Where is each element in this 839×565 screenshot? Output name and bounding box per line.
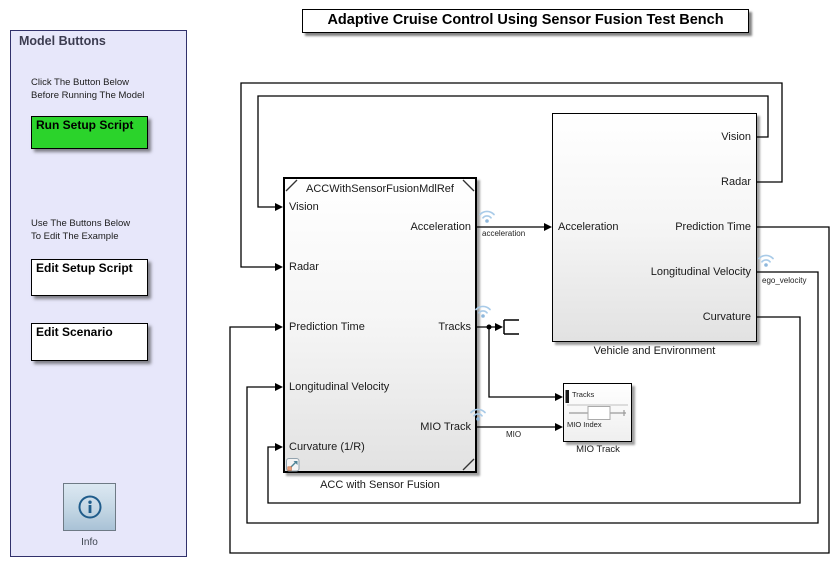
arrowheads [275, 203, 563, 451]
model-buttons-panel: Model Buttons Click The Button Below Bef… [10, 30, 187, 557]
viewer-wifi-icon-acceleration[interactable] [479, 210, 495, 223]
acc-inport-vision: Vision [289, 201, 319, 213]
run-setup-script-button[interactable]: Run Setup Script [31, 116, 148, 149]
acc-block-caption[interactable]: ACC with Sensor Fusion [320, 479, 440, 491]
wire-junction-dot [486, 324, 492, 330]
acc-inport-curvature: Curvature (1/R) [289, 441, 365, 453]
acc-outport-tracks: Tracks [438, 321, 471, 333]
model-title: Adaptive Cruise Control Using Sensor Fus… [302, 9, 749, 33]
signal-label-acceleration[interactable]: acceleration [482, 229, 526, 238]
mio-port-mio-index: MIO Index [567, 420, 602, 429]
acc-outport-acceleration: Acceleration [410, 221, 471, 233]
run-note-line2: Before Running The Model [31, 90, 145, 101]
acc-outport-mio-track: MIO Track [420, 421, 471, 433]
ve-outport-longitudinal-velocity: Longitudinal Velocity [650, 266, 751, 278]
edit-setup-script-button[interactable]: Edit Setup Script [31, 259, 148, 296]
wire-radar-feedback[interactable] [240, 82, 783, 268]
model-reference-badge-icon[interactable] [286, 458, 300, 472]
wire-vision-feedback[interactable] [257, 95, 769, 208]
ve-outport-prediction-time: Prediction Time [675, 221, 751, 233]
wire-ego-velocity-feedback[interactable] [246, 271, 819, 524]
ve-outport-curvature: Curvature [702, 311, 751, 323]
ve-outport-vision: Vision [721, 131, 751, 143]
acc-inport-radar: Radar [289, 261, 319, 273]
acc-block-model-name: ACCWithSensorFusionMdlRef [306, 183, 454, 195]
ve-block-caption[interactable]: Vehicle and Environment [593, 345, 716, 357]
ve-outport-radar: Radar [721, 176, 751, 188]
viewer-wifi-icon-tracks[interactable] [475, 305, 491, 318]
ve-inport-acceleration: Acceleration [558, 221, 619, 233]
edit-note: Use The Buttons Below To Edit The Exampl… [31, 217, 130, 243]
run-note-line1: Click The Button Below [31, 77, 130, 88]
info-button-label: Info [81, 537, 98, 548]
viewer-wifi-icon-ego-velocity[interactable] [758, 254, 774, 267]
edit-note-line2: To Edit The Example [31, 231, 119, 242]
mio-block-graphics [565, 390, 628, 420]
mio-block-caption[interactable]: MIO Track [576, 444, 620, 455]
signal-terminator-icon[interactable] [503, 319, 519, 335]
edit-scenario-button[interactable]: Edit Scenario [31, 323, 148, 361]
wire-prediction-time-feedback[interactable] [229, 226, 830, 554]
acc-inport-prediction-time: Prediction Time [289, 321, 365, 333]
viewer-wifi-icon-mio[interactable] [470, 408, 486, 421]
acc-inport-longitudinal-velocity: Longitudinal Velocity [289, 381, 390, 393]
acc-with-sensor-fusion-block[interactable]: ACCWithSensorFusionMdlRef [283, 177, 477, 473]
vehicle-and-environment-block[interactable] [552, 113, 757, 342]
info-icon [78, 495, 101, 519]
signal-label-mio[interactable]: MIO [506, 430, 522, 439]
signal-label-ego-velocity[interactable]: ego_velocity [762, 276, 807, 285]
edit-note-line1: Use The Buttons Below [31, 218, 131, 229]
wire-tracks-branch[interactable] [488, 327, 555, 398]
panel-header: Model Buttons [19, 34, 106, 48]
info-button[interactable] [63, 483, 116, 531]
mio-port-tracks: Tracks [572, 390, 595, 399]
acc-corner-marks [285, 179, 475, 471]
wire-curvature-feedback[interactable] [267, 316, 801, 504]
run-note: Click The Button Below Before Running Th… [31, 76, 144, 102]
